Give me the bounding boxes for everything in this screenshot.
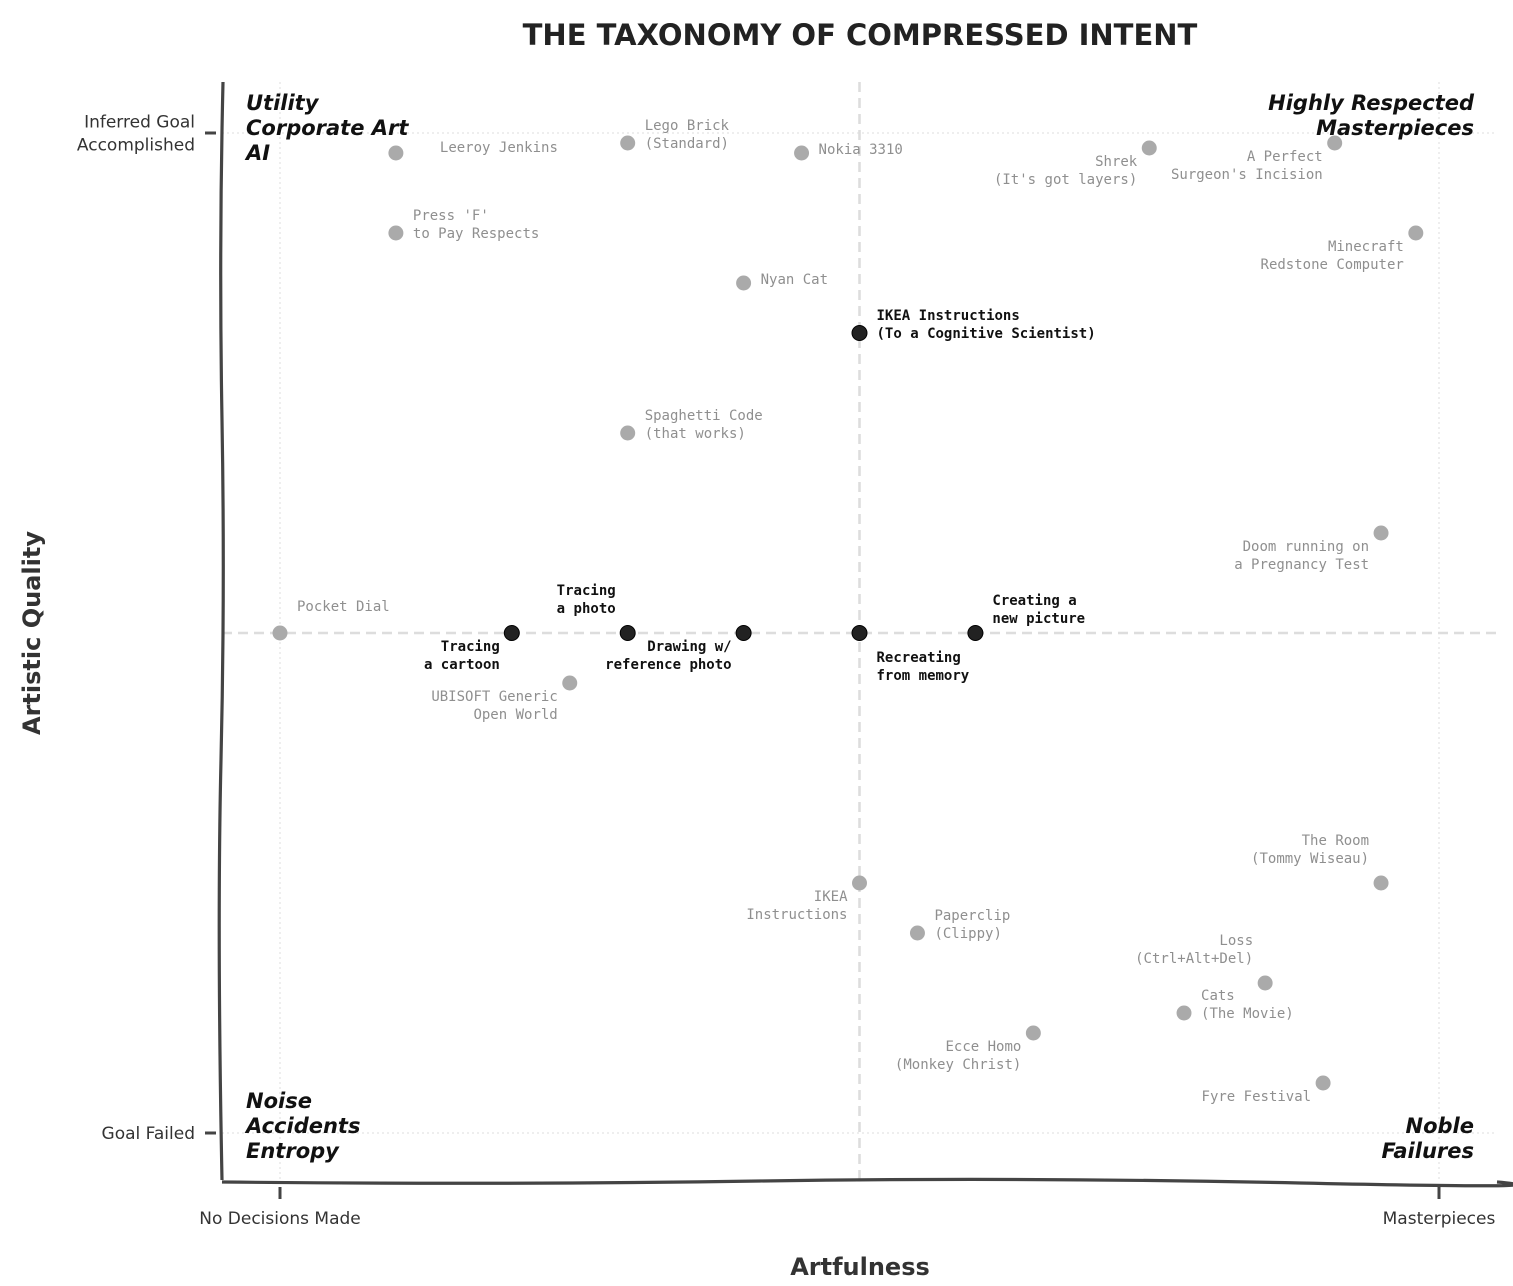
highlight-point-label: IKEA Instructions(To a Cognitive Scienti… [877, 308, 1096, 342]
background-point [1327, 135, 1343, 151]
background-point [1408, 225, 1424, 241]
background-point [620, 425, 636, 441]
axes [217, 81, 1513, 1188]
background-point [852, 875, 867, 891]
background-point [909, 925, 925, 941]
highlight-point [967, 625, 984, 641]
highlight-point [619, 625, 636, 641]
background-point [1141, 140, 1157, 156]
background-point [1373, 525, 1389, 541]
x-tick-label: Masterpieces [1383, 1209, 1496, 1229]
data-points [272, 135, 1424, 1091]
background-point-label: Cats(The Movie) [1201, 988, 1294, 1022]
x-axis-title: Artfulness [790, 1253, 930, 1281]
y-tick-label: Goal Failed [102, 1124, 195, 1144]
background-point [1257, 975, 1273, 991]
background-point-label: Pocket Dial [297, 599, 390, 615]
background-point-label: Nokia 3310 [819, 142, 903, 158]
background-point-label: Nyan Cat [761, 272, 828, 288]
background-point-label: Fyre Festival [1202, 1089, 1312, 1105]
background-point [1315, 1075, 1331, 1091]
background-point [1373, 875, 1389, 891]
highlight-point [851, 625, 868, 641]
background-point-label: The Room(Tommy Wiseau) [1251, 833, 1369, 867]
background-point [1176, 1005, 1192, 1021]
background-point-label: Leeroy Jenkins [440, 140, 558, 156]
highlight-point-label: Drawing w/reference photo [605, 639, 731, 673]
y-axis-line [217, 81, 225, 1181]
highlight-point [503, 625, 520, 641]
x-axis-line [221, 1177, 1513, 1188]
background-point-label: Spaghetti Code(that works) [645, 408, 763, 442]
chart-title: THE TAXONOMY OF COMPRESSED INTENT [523, 18, 1198, 52]
background-point [1025, 1025, 1041, 1041]
background-point-label: Press 'F'to Pay Respects [413, 208, 539, 242]
x-tick-label: No Decisions Made [199, 1209, 361, 1229]
background-point-label: Lego Brick(Standard) [645, 118, 730, 152]
background-point [794, 145, 810, 161]
background-point [388, 225, 404, 241]
background-point-label: Paperclip(Clippy) [934, 908, 1010, 942]
highlight-point [851, 325, 868, 341]
background-point [736, 275, 752, 291]
background-point [620, 135, 636, 151]
ticks: No Decisions Made Masterpieces Goal Failed… [77, 113, 1496, 1230]
background-point [562, 675, 578, 691]
background-point-label: Loss(Ctrl+Alt+Del) [1135, 933, 1253, 967]
highlight-point [735, 625, 752, 641]
background-point-label: Shrek(It's got layers) [994, 154, 1138, 188]
background-point [272, 625, 288, 641]
y-axis-title: Artistic Quality [18, 531, 46, 735]
background-point [388, 145, 404, 161]
background-point-label: Ecce Homo(Monkey Christ) [895, 1039, 1021, 1073]
